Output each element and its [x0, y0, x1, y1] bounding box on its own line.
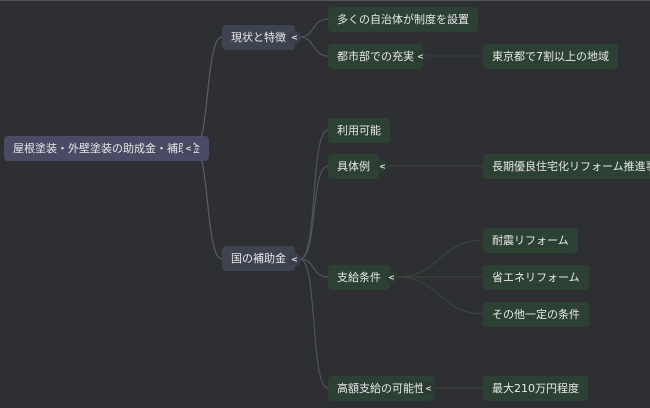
node-conditions[interactable]: 支給条件	[328, 265, 390, 290]
node-long-term-housing[interactable]: 長期優良住宅化リフォーム推進事業	[483, 154, 650, 179]
node-seismic-reform[interactable]: 耐震リフォーム	[483, 228, 578, 253]
node-high-amount[interactable]: 高額支給の可能性	[328, 376, 434, 401]
root-node[interactable]: 屋根塗装・外壁塗装の助成金・補助金	[4, 136, 209, 161]
branch-node-current-status[interactable]: 現状と特徴	[222, 25, 295, 50]
collapse-toggle-example[interactable]: <	[376, 160, 389, 173]
node-urban-enrichment[interactable]: 都市部での充実	[328, 44, 423, 69]
collapse-toggle-high-amount[interactable]: <	[422, 382, 435, 395]
branch-node-national-subsidy[interactable]: 国の補助金	[222, 246, 295, 271]
node-max-amount[interactable]: 最大210万円程度	[483, 376, 588, 401]
collapse-toggle-current-status[interactable]: <	[288, 31, 301, 44]
collapse-toggle-root[interactable]: <	[182, 142, 195, 155]
node-energy-reform[interactable]: 省エネリフォーム	[483, 265, 589, 290]
collapse-toggle-national-subsidy[interactable]: <	[288, 253, 301, 266]
node-many-municipalities[interactable]: 多くの自治体が制度を設置	[328, 7, 478, 32]
node-example[interactable]: 具体例	[328, 154, 379, 179]
collapse-toggle-conditions[interactable]: <	[385, 271, 398, 284]
node-available[interactable]: 利用可能	[328, 118, 390, 143]
node-tokyo[interactable]: 東京都で7割以上の地域	[483, 44, 618, 69]
collapse-toggle-urban[interactable]: <	[414, 50, 427, 63]
node-other-conditions[interactable]: その他一定の条件	[483, 302, 589, 327]
